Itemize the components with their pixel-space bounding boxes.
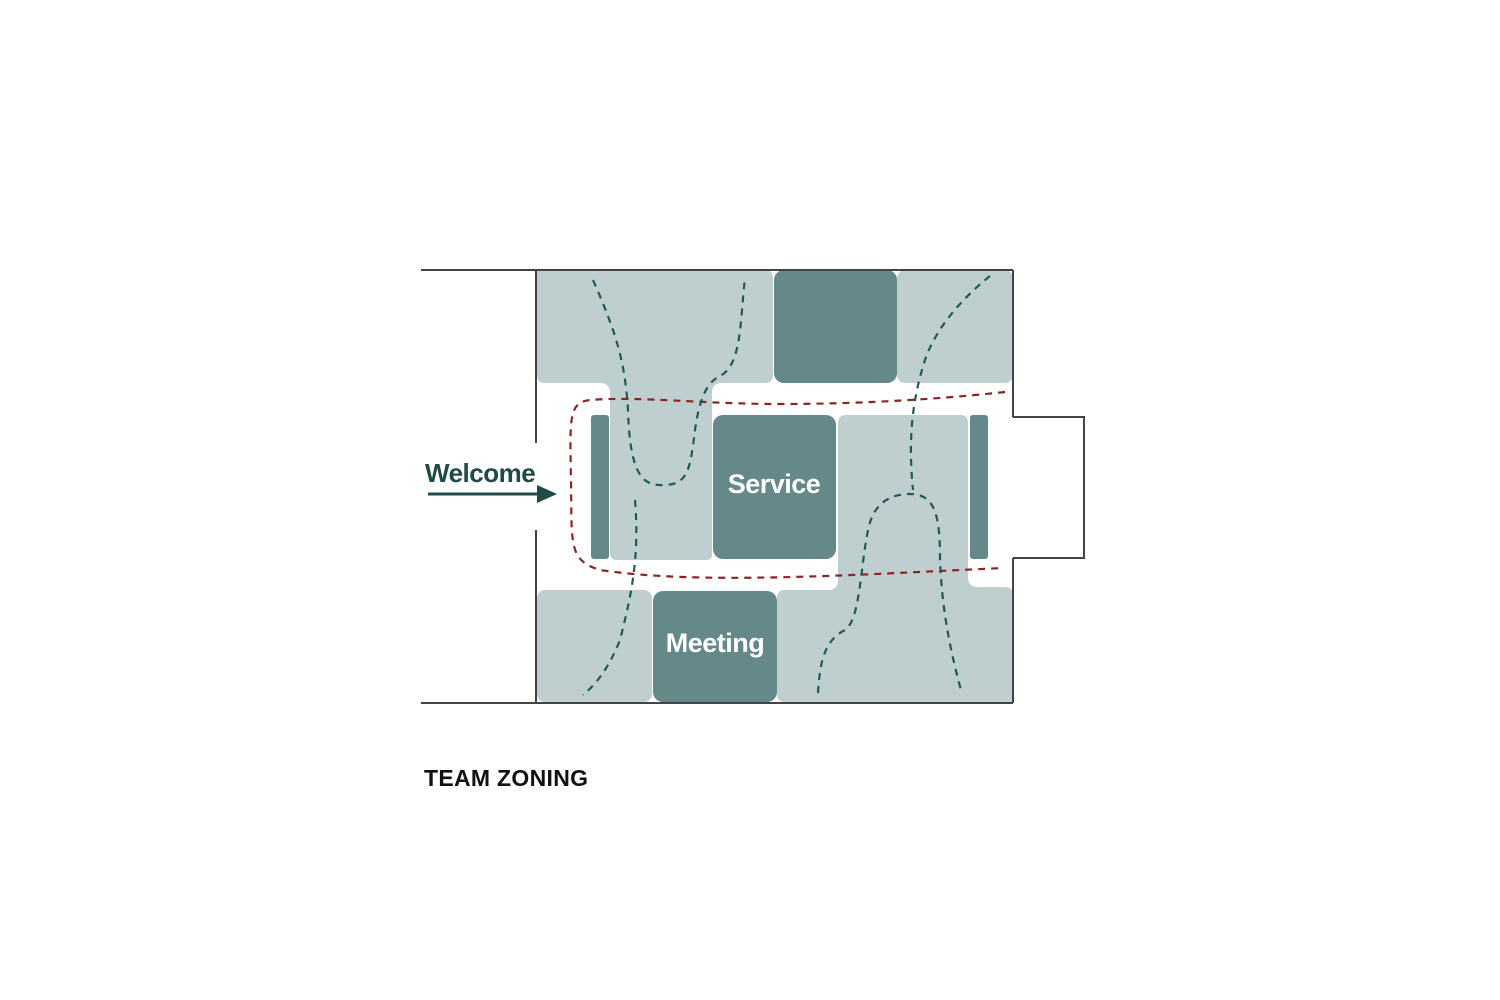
zone-top-right (897, 270, 1013, 383)
entrance: Welcome (425, 458, 557, 503)
circulation-path (569, 390, 1006, 579)
zone-bottom-left (537, 590, 652, 702)
team-path-2 (909, 275, 991, 491)
dark-zones (591, 270, 988, 702)
service-label: Service (728, 469, 821, 499)
welcome-arrow-icon (537, 485, 557, 503)
light-zones (537, 270, 1013, 702)
annex-room (1013, 416, 1085, 559)
meeting-label: Meeting (666, 628, 765, 658)
service-zone (713, 415, 836, 559)
team-path-3 (582, 499, 638, 696)
partition-left (591, 415, 609, 559)
welcome-label: Welcome (425, 458, 535, 488)
diagram-caption: TEAM ZONING (424, 765, 589, 791)
zone-top-left (537, 270, 773, 560)
team-path-4 (816, 492, 964, 695)
walls (421, 269, 1085, 704)
zone-top-center (774, 270, 897, 383)
partition-right (970, 415, 988, 559)
zone-center-right (777, 415, 1013, 702)
meeting-zone (653, 591, 777, 702)
team-path-1 (591, 277, 747, 487)
team-paths (582, 275, 991, 696)
